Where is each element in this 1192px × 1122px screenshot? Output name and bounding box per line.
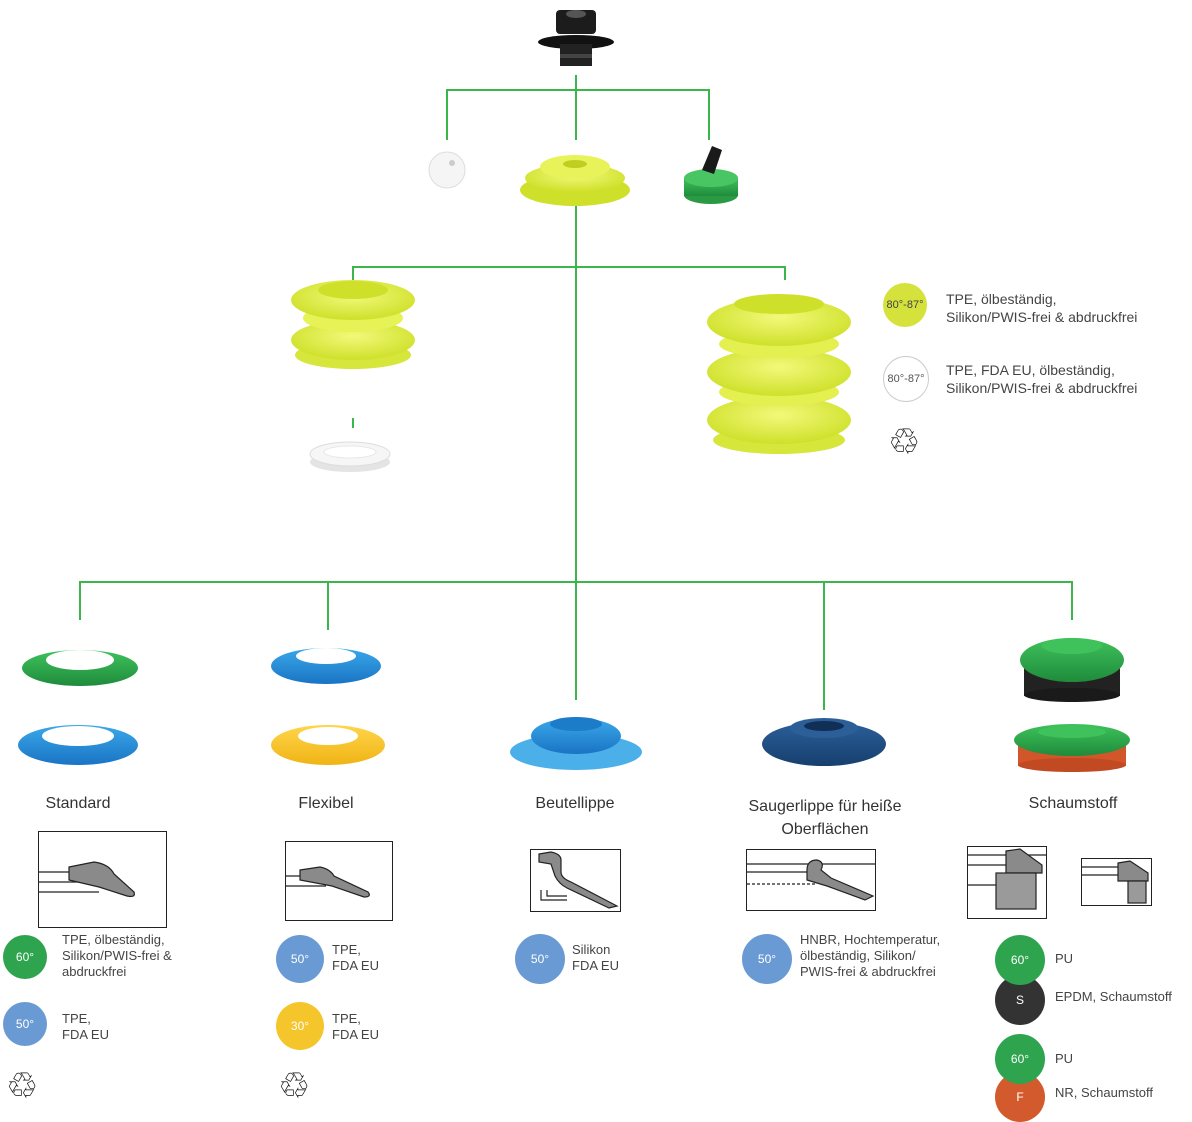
legend-badge-lime: 80°-87°	[883, 283, 927, 327]
material-text-standard-50: TPE, FDA EU	[62, 1011, 109, 1042]
lip-label-hot-surfaces: Saugerlippe für heiße Oberflächen	[748, 798, 902, 838]
profile-bag	[530, 849, 621, 912]
material-badge-standard-50: 50°	[3, 1002, 47, 1046]
material-text-foam-pu-2: PU	[1055, 1051, 1074, 1066]
legend-text-transparent: TPE, FDA EU, ölbeständig, Silikon/PWIS-f…	[946, 362, 1138, 396]
material-badge-foam-pu-2: 60°	[995, 1034, 1045, 1084]
profile-foam-2	[1081, 858, 1152, 906]
lip-label-foam: Schaumstoff	[1028, 795, 1118, 812]
foam-lip-nr-image	[1014, 724, 1130, 772]
material-badge-foam-pu-1: 60°	[995, 935, 1045, 985]
lip-label-flexible: Flexibel	[298, 795, 354, 812]
adapter-lime-image	[520, 155, 630, 206]
connector-fitting-image	[538, 10, 614, 66]
standard-lip-green-image	[22, 650, 138, 686]
profile-flexible	[285, 841, 393, 921]
standard-lip-blue-image	[18, 725, 138, 765]
profile-foam-1	[967, 846, 1047, 919]
lip-label-standard: Standard	[45, 795, 111, 812]
sealing-ring-image	[309, 441, 391, 472]
material-badge-bag-50: 50°	[515, 934, 565, 984]
flexible-lip-yellow-image	[271, 725, 385, 765]
profile-standard	[38, 831, 167, 928]
filter-insert-image	[428, 151, 466, 189]
recycle-icon-standard: ♲	[6, 1065, 39, 1106]
material-badge-hot-50: 50°	[742, 934, 792, 984]
bag-lip-image	[510, 717, 642, 770]
recycle-icon-flexible: ♲	[278, 1065, 311, 1106]
legend-text-lime: TPE, ölbeständig, Silikon/PWIS-frei & ab…	[946, 291, 1138, 325]
bellows-small-image	[291, 280, 415, 369]
hot-surface-lip-image	[762, 718, 886, 766]
bellows-large-image	[707, 294, 851, 454]
foam-lip-pu-image	[1020, 638, 1124, 702]
material-text-flexible-30: TPE, FDA EU	[332, 1011, 379, 1042]
material-badge-flexible-30: 30°	[276, 1002, 324, 1050]
material-badge-standard-60: 60°	[3, 935, 47, 979]
material-text-foam-pu-1: PU	[1055, 951, 1074, 966]
material-text-foam-epdm: EPDM, Schaumstoff	[1055, 989, 1172, 1004]
flexible-lip-blue-image	[271, 648, 381, 684]
legend-badge-transparent: 80°-87°	[883, 356, 929, 402]
material-text-hot-50: HNBR, Hochtemperatur, ölbeständig, Silik…	[800, 932, 941, 979]
material-text-standard-60: TPE, ölbeständig, Silikon/PWIS-frei & ab…	[62, 932, 172, 979]
lip-label-bag: Beutellippe	[535, 795, 615, 812]
profile-hot-surfaces	[746, 849, 876, 911]
material-text-flexible-50: TPE, FDA EU	[332, 942, 379, 973]
material-text-bag-50: Silikon FDA EU	[572, 942, 619, 973]
material-badge-flexible-50: 50°	[276, 935, 324, 983]
material-text-foam-nr: NR, Schaumstoff	[1055, 1085, 1154, 1100]
valve-green-image	[684, 146, 738, 204]
recycle-icon: ♲	[888, 421, 921, 462]
